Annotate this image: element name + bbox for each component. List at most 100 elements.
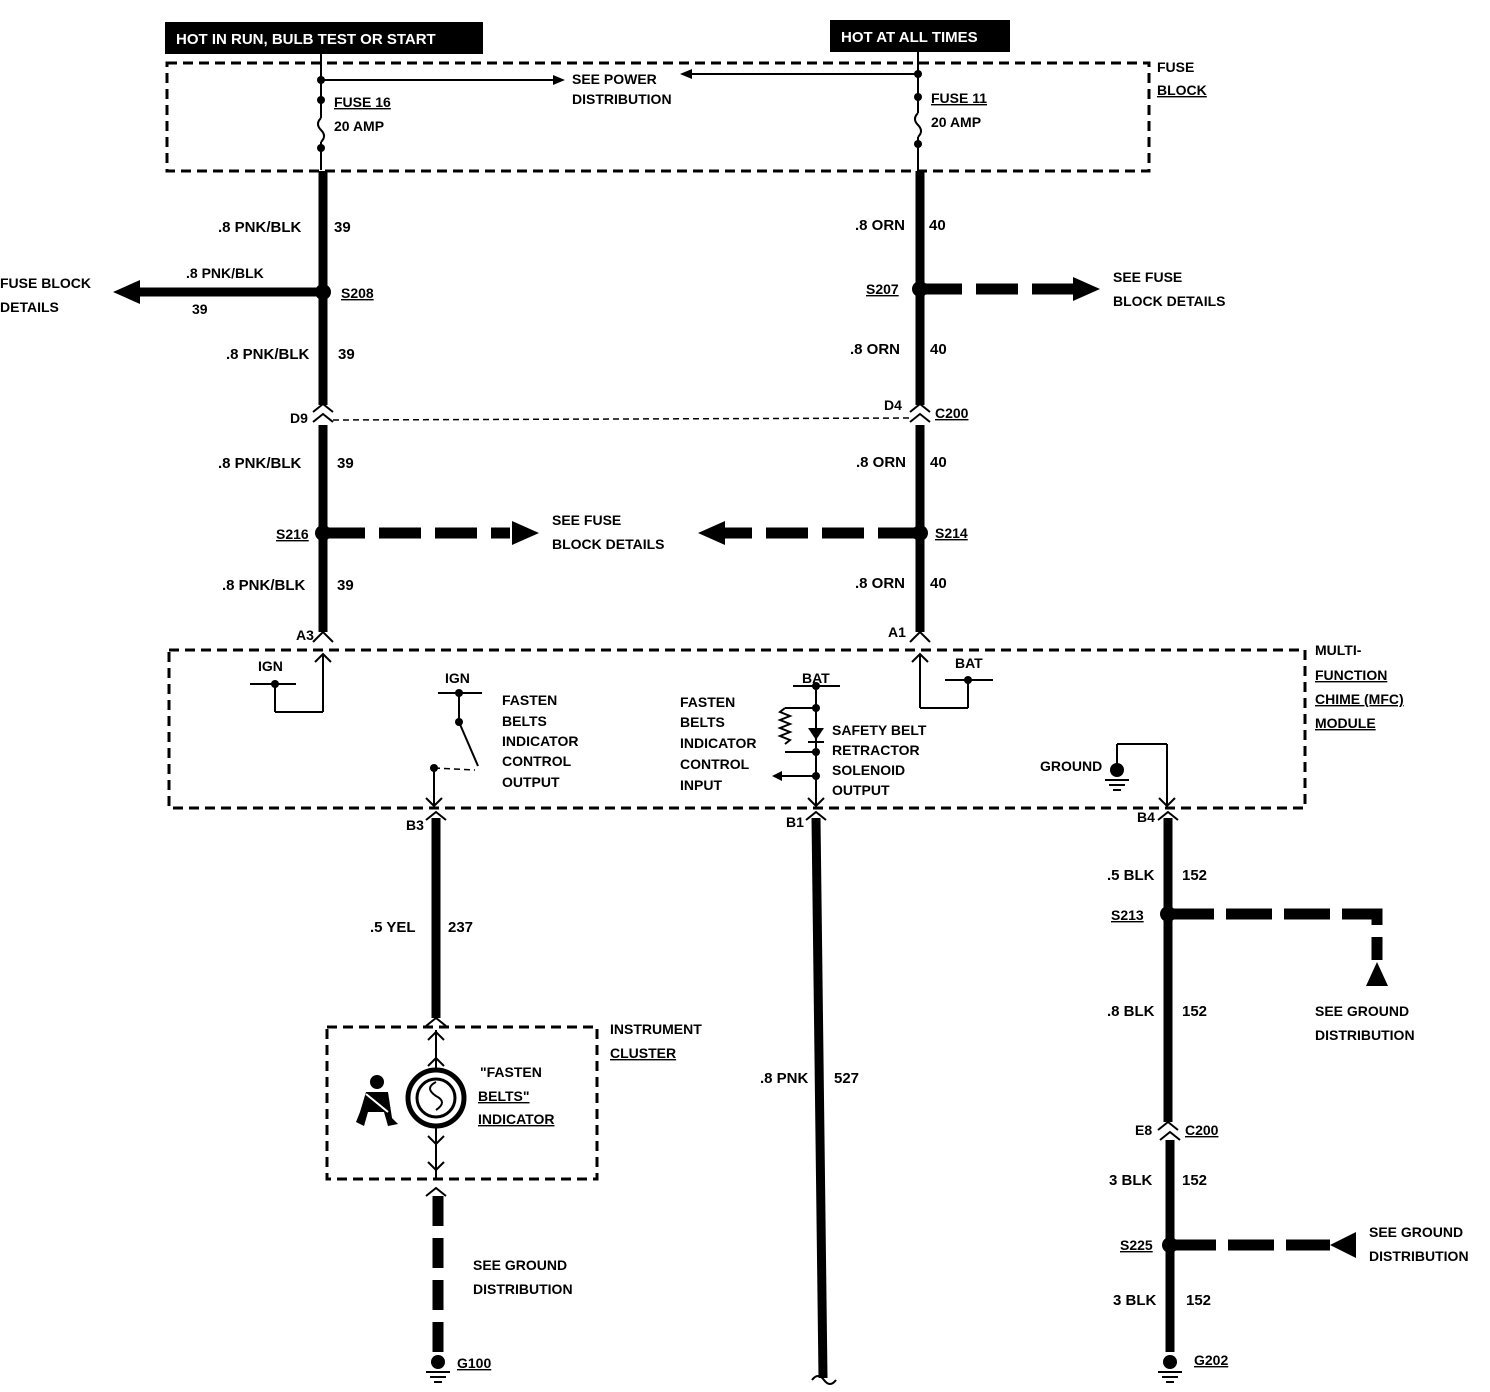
cluster-label-2: CLUSTER	[610, 1045, 676, 1061]
wire-40-color-4: .8 ORN	[855, 575, 905, 592]
g202-ground-icon	[1158, 1355, 1182, 1383]
s216-branch-arrow	[512, 521, 539, 545]
indicator-bulb-icon	[405, 1030, 467, 1180]
s208-dest-1: FUSE BLOCK	[0, 275, 91, 291]
g100-label: G100	[457, 1355, 491, 1371]
wire-39-num-2: 39	[338, 346, 355, 363]
module-name-2: FUNCTION	[1315, 667, 1387, 683]
wire-40-num-4: 40	[930, 575, 947, 592]
splice-s214	[912, 525, 928, 541]
fasten-out-2: BELTS	[502, 713, 547, 729]
s225-label: S225	[1120, 1237, 1153, 1253]
fuse-11-icon	[914, 74, 922, 170]
seatbelt-person-icon	[356, 1075, 398, 1126]
wire-39-num-4: 39	[337, 577, 354, 594]
c200-dashed-link	[332, 417, 913, 421]
header-right-text: HOT AT ALL TIMES	[841, 29, 978, 46]
see-power-dist-1: SEE POWER	[572, 71, 657, 87]
bat-input-path	[911, 652, 993, 709]
module-name-4: MODULE	[1315, 715, 1376, 731]
module-name-3: CHIME (MFC)	[1315, 691, 1404, 707]
retractor-1: SAFETY BELT	[832, 722, 927, 738]
wire-40-num-3: 40	[930, 454, 947, 471]
wire-40-num-2: 40	[930, 341, 947, 358]
splice-s207	[912, 281, 928, 297]
ign-input-path	[250, 652, 332, 713]
indicator-label-1: "FASTEN	[480, 1064, 542, 1080]
instrument-cluster-box	[325, 1025, 599, 1181]
pin-b1-label: B1	[786, 814, 804, 830]
fuse-block-label-1: FUSE	[1157, 59, 1194, 75]
fasten-in-2: BELTS	[680, 714, 725, 730]
s207-dest-1: SEE FUSE	[1113, 269, 1182, 285]
s213-label: S213	[1111, 907, 1144, 923]
wire-152-color-3: 3 BLK	[1109, 1172, 1153, 1189]
s207-dest-2: BLOCK DETAILS	[1113, 293, 1226, 309]
fasten-out-5: OUTPUT	[502, 774, 560, 790]
pin-a3-label: A3	[296, 627, 314, 643]
s213-dest-1: SEE GROUND	[1315, 1003, 1409, 1019]
see-power-dist-2: DISTRIBUTION	[572, 91, 672, 107]
s207-branch-arrow	[1073, 277, 1100, 301]
wire-39-num-3: 39	[337, 455, 354, 472]
header-left: HOT IN RUN, BULB TEST OR START	[165, 22, 483, 54]
retractor-2: RETRACTOR	[832, 742, 920, 758]
wire-527-num: 527	[834, 1070, 859, 1087]
wire-40-color-1: .8 ORN	[855, 217, 905, 234]
s213-ground-arrow	[1366, 962, 1388, 986]
connector-d9-pin: D9	[290, 410, 308, 426]
s216-dest-2: BLOCK DETAILS	[552, 536, 665, 552]
retractor-4: OUTPUT	[832, 782, 890, 798]
indicator-label-2: BELTS"	[478, 1088, 530, 1104]
fuse-16-name: FUSE 16	[334, 94, 391, 110]
fuse-block-label-2: BLOCK	[1157, 82, 1207, 98]
s213-dest-2: DISTRIBUTION	[1315, 1027, 1415, 1043]
wire-527	[811, 817, 828, 1379]
wire-152-num-2: 152	[1182, 1003, 1207, 1020]
connector-e8-icon	[1157, 1120, 1181, 1141]
module-ground-icon	[1105, 743, 1176, 808]
header-left-text: HOT IN RUN, BULB TEST OR START	[176, 31, 436, 48]
s208-branch-num: 39	[192, 301, 208, 317]
bat-label-a: BAT	[955, 655, 983, 671]
s208-label: S208	[341, 285, 374, 301]
wire-152-num-3: 152	[1182, 1172, 1207, 1189]
mfc-module-box	[167, 648, 1307, 810]
wire-237-color: .5 YEL	[370, 919, 416, 936]
retractor-solenoid-icon	[772, 682, 840, 808]
wire-39-color-4: .8 PNK/BLK	[222, 577, 306, 594]
fuse-16-rating: 20 AMP	[334, 118, 384, 134]
s207-label: S207	[866, 281, 899, 297]
wire-40-num-1: 40	[929, 217, 946, 234]
wire-152-num-4: 152	[1186, 1292, 1211, 1309]
s216-label: S216	[276, 526, 309, 542]
s214-branch-arrow	[698, 521, 725, 545]
s208-branch-color: .8 PNK/BLK	[186, 265, 264, 281]
wire-237-num: 237	[448, 919, 473, 936]
wire-39-color-3: .8 PNK/BLK	[218, 455, 302, 472]
connector-c200-bottom: C200	[1185, 1122, 1219, 1138]
connector-d4-pin: D4	[884, 397, 902, 413]
wire-39-num-1: 39	[334, 219, 351, 236]
g100-dest-2: DISTRIBUTION	[473, 1281, 573, 1297]
connector-c200-top: C200	[935, 405, 969, 421]
pin-b4-label: B4	[1137, 809, 1155, 825]
g100-ground-icon	[426, 1355, 450, 1383]
bat-label-b: BAT	[802, 670, 830, 686]
wire-40-color-3: .8 ORN	[856, 454, 906, 471]
fasten-output-switch-icon	[425, 689, 482, 808]
module-ground-label: GROUND	[1040, 758, 1102, 774]
fasten-in-3: INDICATOR	[680, 735, 756, 751]
fasten-in-1: FASTEN	[680, 694, 735, 710]
wire-39-color-2: .8 PNK/BLK	[226, 346, 310, 363]
connector-d4-icon	[909, 402, 931, 423]
connector-d9-icon	[312, 402, 334, 423]
g100-dest-1: SEE GROUND	[473, 1257, 567, 1273]
fasten-out-3: INDICATOR	[502, 733, 578, 749]
indicator-label-3: INDICATOR	[478, 1111, 554, 1127]
s225-ground-arrow	[1330, 1232, 1356, 1258]
fasten-in-4: CONTROL	[680, 756, 750, 772]
wire-152-num-1: 152	[1182, 867, 1207, 884]
s214-label: S214	[935, 525, 968, 541]
